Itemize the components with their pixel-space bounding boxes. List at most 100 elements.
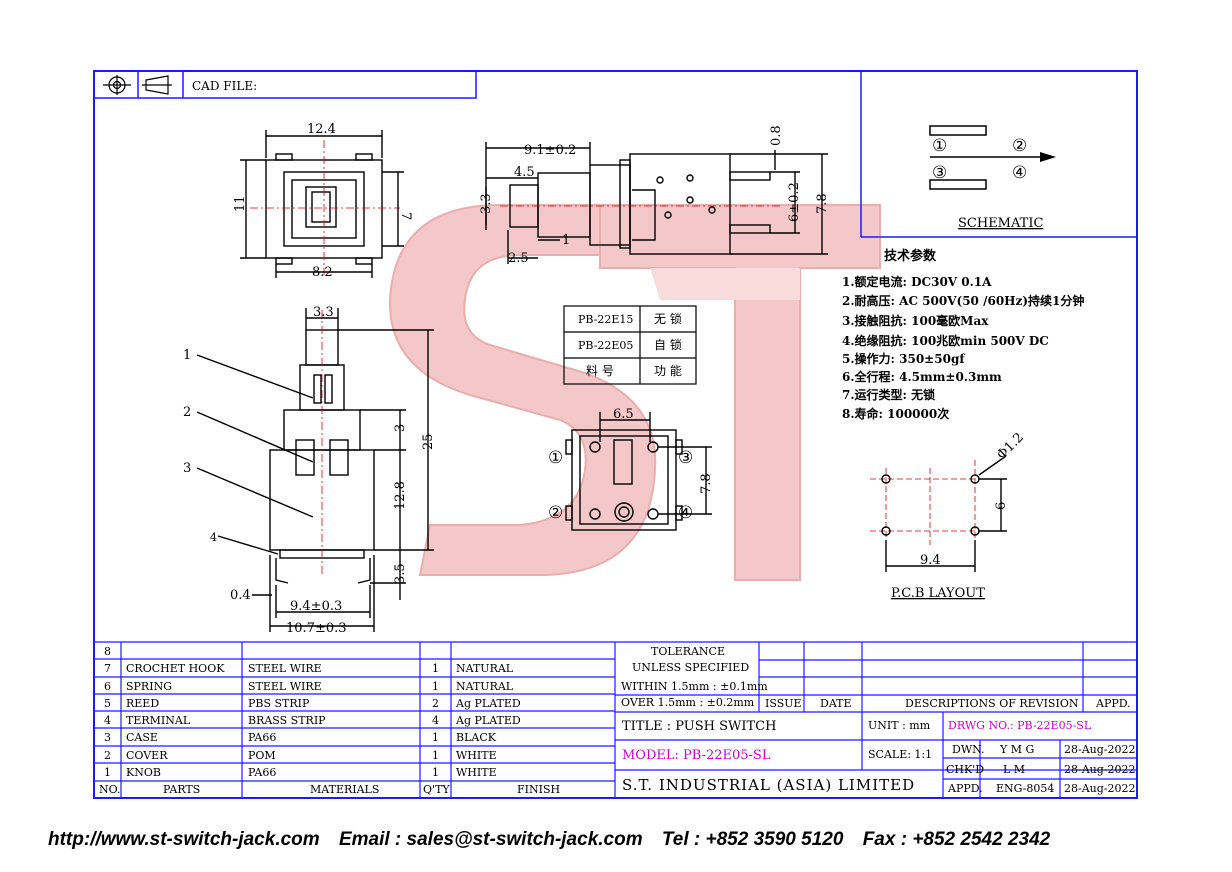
bom-row-no: 5 (104, 697, 111, 710)
dim-front-width: 10.7±0.3 (286, 621, 347, 636)
dim-front-body: 12.8 (393, 481, 408, 510)
bom-header-parts: PARTS (163, 783, 201, 796)
bom-row-part: TERMINAL (126, 714, 191, 727)
bom-row-part: COVER (126, 749, 168, 762)
bom-row-finish: WHITE (456, 766, 497, 779)
bom-row-material: BRASS STRIP (248, 714, 326, 727)
dim-side-plunger: 4.5 (514, 165, 535, 180)
bom-row-finish: NATURAL (456, 662, 514, 675)
bom-row-material: PA66 (248, 766, 277, 779)
bom-row-part: CROCHET HOOK (126, 662, 225, 675)
dim-top-bottom: 8.2 (312, 265, 333, 280)
dim-side-knob-h: 3.3 (479, 193, 494, 214)
bom-row-part: CASE (126, 731, 158, 744)
dim-side-pin-span: 6±0.2 (787, 182, 802, 222)
dim-side-height: 7.8 (815, 193, 830, 214)
tolerance-over: OVER 1.5mm : ±0.2mm (621, 696, 755, 709)
bom-row-material: STEEL WIRE (248, 680, 322, 693)
model-row-2-type: 自 锁 (654, 337, 682, 352)
schematic-box (860, 71, 1137, 238)
bom-row-no: 1 (104, 766, 111, 779)
bom-row-no: 8 (104, 645, 111, 658)
fax-text: Fax : +852 2542 2342 (862, 829, 1051, 850)
revision-date-header: DATE (820, 697, 852, 710)
bom-row-qty: 1 (432, 662, 439, 675)
bom-row-material: STEEL WIRE (248, 662, 322, 675)
dim-side-overall: 9.1±0.2 (524, 143, 576, 158)
bom-row-qty: 1 (432, 731, 439, 744)
chkd-value: L M (1003, 763, 1026, 776)
dim-pcb-hole: Φ1.2 (994, 430, 1027, 463)
model-row-3-model: 料 号 (586, 364, 614, 378)
dim-top-inner: 7 (398, 212, 413, 220)
revision-desc-header: DESCRIPTIONS OF REVISION (905, 697, 1079, 710)
callout-1: 1 (183, 348, 191, 363)
bom-row-part: REED (126, 697, 160, 710)
callout-4: 4 (210, 531, 217, 544)
model-row-1-type: 无 锁 (654, 311, 682, 326)
spec-item: 2.耐高压: AC 500V(50 /60Hz)持续1分钟 (842, 293, 1084, 308)
dim-front-pin: 3.5 (393, 563, 408, 584)
bom-row-no: 7 (104, 662, 111, 675)
dim-bottom-right: 7.8 (699, 473, 714, 494)
bom-header-finish: FINISH (517, 783, 561, 796)
revision-appd-header: APPD. (1096, 697, 1131, 710)
dim-front-step: 3 (393, 424, 408, 432)
bom-row-finish: BLACK (456, 731, 496, 744)
model-row-1-model: PB-22E15 (578, 313, 633, 326)
bom-row-material: POM (248, 749, 276, 762)
callout-3: 3 (183, 461, 191, 476)
bom-row-finish: WHITE (456, 749, 497, 762)
appd-value: ENG-8054 (996, 782, 1055, 795)
spec-item: 8.寿命: 100000次 (842, 406, 949, 421)
callout-2: 2 (183, 405, 191, 420)
bom-row-part: KNOB (126, 766, 161, 779)
cad-file-block (93, 70, 477, 99)
bom-row-qty: 1 (432, 680, 439, 693)
revision-issue-header: ISSUE (765, 697, 802, 710)
dim-side-top: 0.8 (769, 125, 784, 146)
spec-item: 1.额定电流: DC30V 0.1A (842, 274, 992, 289)
dim-front-knob: 3.3 (313, 305, 334, 320)
schematic-pin-2: ② (1012, 136, 1027, 156)
tel-text: Tel : +852 3590 5120 (661, 829, 844, 850)
bom-row-finish: NATURAL (456, 680, 514, 693)
bom-row-part: SPRING (126, 680, 172, 693)
dim-side-gap: 1 (562, 233, 570, 248)
bom-row-no: 4 (104, 714, 111, 727)
top-view (240, 130, 404, 278)
dim-front-overall: 25 (421, 433, 436, 450)
email-text[interactable]: Email : sales@st-switch-jack.com (338, 829, 643, 850)
tolerance-subtitle: UNLESS SPECIFIED (632, 661, 750, 674)
model-row-3-type: 功 能 (654, 364, 682, 378)
dim-top-height: 11 (233, 195, 248, 212)
front-view (196, 308, 434, 632)
title-block-model: MODEL: PB-22E05-SL (622, 748, 771, 763)
specs-title: 技术参数 (884, 248, 937, 264)
chkd-date: 28-Aug-2022 (1064, 763, 1136, 776)
spec-item: 7.运行类型: 无锁 (842, 387, 935, 402)
st-logo-watermark (388, 204, 881, 581)
dim-pcb-h: 9.4 (920, 553, 941, 568)
model-row-2-model: PB-22E05 (578, 339, 633, 352)
pcb-layout (870, 455, 1007, 572)
schematic-title: SCHEMATIC (958, 216, 1043, 231)
side-view (485, 142, 828, 264)
bom-grid (94, 641, 1137, 798)
dim-pcb-v: 6 (994, 502, 1009, 510)
appd-date: 28-Aug-2022 (1064, 782, 1136, 795)
dim-top-width: 12.4 (307, 122, 336, 137)
appd-label: APPD. (948, 782, 983, 795)
website-link[interactable]: http://www.st-switch-jack.com (48, 829, 320, 850)
bom-row-material: PBS STRIP (248, 697, 310, 710)
schematic-pin-4: ④ (1012, 163, 1027, 183)
pcb-title: P.C.B LAYOUT (891, 586, 985, 601)
bom-header-no: NO. (99, 783, 121, 796)
title-block-unit: UNIT : mm (868, 719, 931, 732)
bom-row-no: 3 (104, 731, 111, 744)
spec-item: 4.绝缘阻抗: 100兆欧min 500V DC (842, 333, 1049, 348)
title-block-title: TITLE : PUSH SWITCH (622, 719, 777, 734)
bom-row-finish: Ag PLATED (456, 714, 521, 727)
dwn-value: Y M G (1000, 743, 1035, 756)
